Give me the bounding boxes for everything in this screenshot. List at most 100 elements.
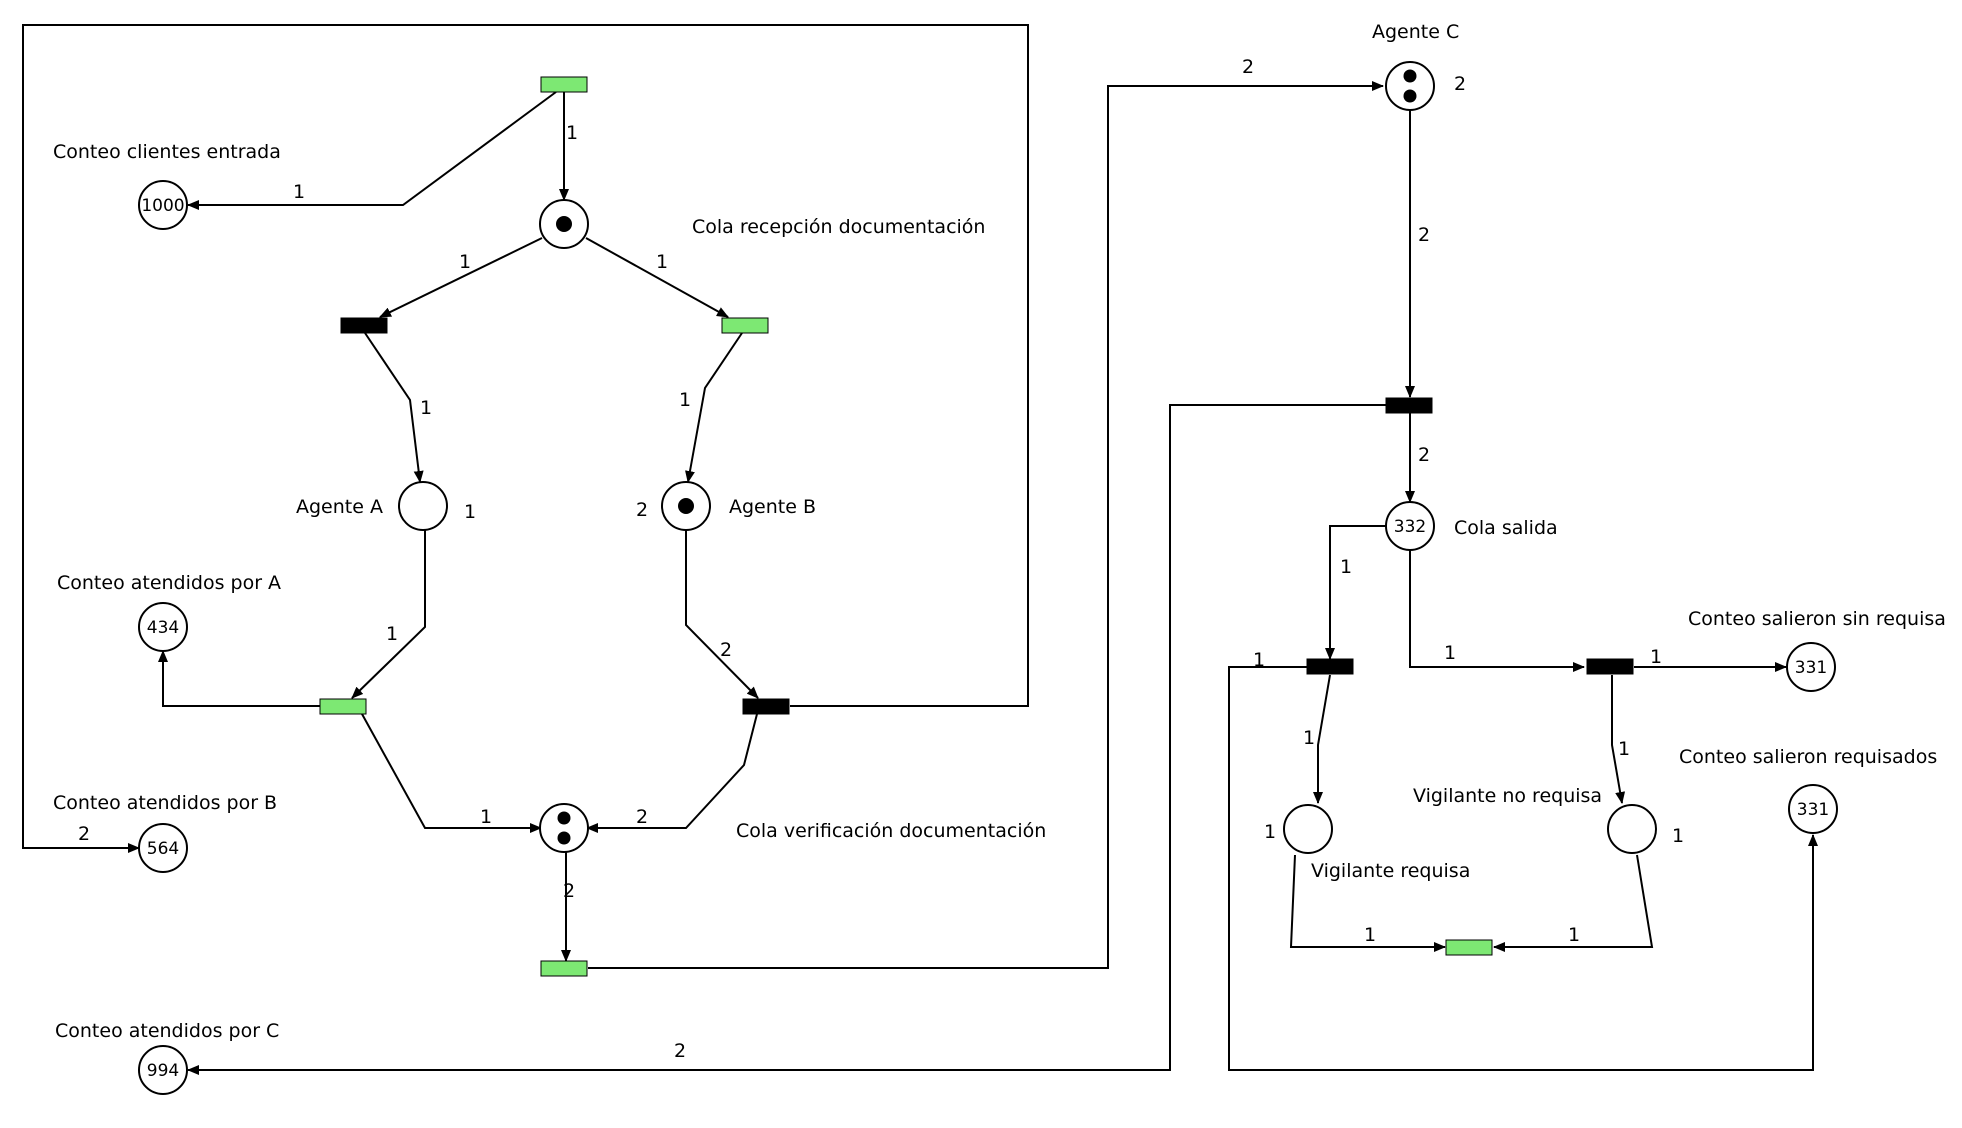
- arc-weight: 1: [420, 397, 432, 419]
- capacity-agente-b: 2: [636, 499, 648, 521]
- place-cola-recepcion[interactable]: [539, 199, 589, 249]
- place-count: 564: [147, 839, 179, 859]
- place-conteo-b[interactable]: 564: [138, 823, 188, 873]
- arc-weight: 2: [636, 806, 648, 828]
- place-vigilante-no-requisa[interactable]: [1607, 804, 1657, 854]
- arc-exit-to-agente-c: [588, 81, 1384, 969]
- place-count: 332: [1394, 517, 1426, 537]
- arc-vig-no-requisa-to-release: [1493, 854, 1654, 952]
- arc-cola-recepcion-to-ta: [379, 237, 543, 318]
- label-cola-salida: Cola salida: [1454, 517, 1558, 539]
- arc-weight: 1: [1364, 924, 1376, 946]
- arc-fb-to-conteo-b: [22, 24, 1029, 853]
- arc-weight: 1: [1444, 642, 1456, 664]
- place-conteo-entrada[interactable]: 1000: [138, 180, 188, 230]
- arc-fb-to-cola-verif: [586, 713, 758, 833]
- place-conteo-c[interactable]: 994: [138, 1045, 188, 1095]
- arc-weight: 1: [566, 122, 578, 144]
- arcs: [22, 24, 1818, 1075]
- arc-weight: 2: [1418, 444, 1430, 466]
- arc-cola-salida-to-trq: [1325, 525, 1388, 660]
- place-conteo-requisados[interactable]: 331: [1788, 784, 1838, 834]
- place-cola-verificacion[interactable]: [539, 803, 589, 853]
- place-count: 331: [1797, 800, 1829, 820]
- arc-weight: 1: [1340, 556, 1352, 578]
- transition-liberar-vigilantes[interactable]: [1445, 939, 1493, 956]
- place-count: 331: [1795, 658, 1827, 678]
- arc-cola-recepcion-to-tb: [585, 237, 729, 318]
- place-cola-salida[interactable]: 332: [1385, 501, 1435, 551]
- arc-weight: 2: [1242, 56, 1254, 78]
- transition-inicio-b[interactable]: [721, 317, 769, 334]
- transitions: [319, 76, 1634, 977]
- arc-weight: 1: [1303, 727, 1315, 749]
- arc-tc-to-conteo-c: [187, 404, 1386, 1075]
- token: [1403, 89, 1417, 103]
- label-conteo-b: Conteo atendidos por B: [53, 792, 277, 814]
- arc-agente-a-to-fa: [351, 530, 426, 699]
- transition-requisa[interactable]: [1306, 658, 1354, 675]
- place-conteo-a[interactable]: 434: [138, 602, 188, 652]
- arc-trq-to-conteo-req: [1228, 666, 1818, 1071]
- label-agente-a: Agente A: [296, 496, 383, 518]
- transition-fin-b[interactable]: [742, 698, 790, 715]
- token: [678, 498, 694, 514]
- token: [556, 216, 572, 232]
- capacity-agente-a: 1: [464, 501, 476, 523]
- arc-weight: 1: [386, 623, 398, 645]
- arc-weight: 1: [1568, 924, 1580, 946]
- capacity-vigilante-requisa: 1: [1264, 821, 1276, 843]
- arc-weight: 1: [293, 181, 305, 203]
- arc-tb-to-agente-b: [685, 332, 743, 483]
- arc-cola-salida-to-tnr: [1409, 550, 1585, 672]
- place-count: 994: [147, 1061, 179, 1081]
- place-labels: Conteo clientes entrada Cola recepción d…: [53, 21, 1946, 1042]
- place-agente-c[interactable]: [1385, 61, 1435, 111]
- capacity-vigilante-no-requisa: 1: [1672, 825, 1684, 847]
- place-count: 434: [147, 618, 179, 638]
- arc-weight: 2: [720, 639, 732, 661]
- token: [557, 831, 571, 845]
- arc-weight: 1: [1618, 738, 1630, 760]
- arc-ta-to-agente-a: [364, 332, 424, 483]
- arc-tnr-to-vig-no-requisa: [1611, 675, 1626, 804]
- arc-weight: 1: [480, 806, 492, 828]
- arc-weight: 1: [459, 251, 471, 273]
- arc-weight: 1: [679, 389, 691, 411]
- places: 1000 434 564: [138, 61, 1838, 1095]
- transition-fin-a[interactable]: [319, 698, 367, 715]
- transition-salida-verificacion[interactable]: [540, 960, 588, 977]
- label-vigilante-no-requisa: Vigilante no requisa: [1413, 785, 1602, 807]
- arc-entry-to-conteo-entrada: [187, 91, 557, 210]
- transition-agente-c[interactable]: [1385, 397, 1433, 414]
- arc-weight: 2: [78, 823, 90, 845]
- token: [557, 811, 571, 825]
- transition-no-requisa[interactable]: [1586, 658, 1634, 675]
- arc-vig-requisa-to-release: [1289, 854, 1446, 952]
- token: [1403, 69, 1417, 83]
- place-agente-a[interactable]: [398, 481, 448, 531]
- arc-weight: 2: [563, 880, 575, 902]
- transition-entrada[interactable]: [540, 76, 588, 93]
- arc-fa-to-conteo-a: [158, 650, 322, 707]
- label-conteo-c: Conteo atendidos por C: [55, 1020, 279, 1042]
- arc-weight-labels: 1 1 1 1 1 1 1 2 1 2 2 2 2 2 2 2 1 1 1 1 …: [78, 56, 1662, 1062]
- place-vigilante-requisa[interactable]: [1283, 804, 1333, 854]
- capacity-agente-c: 2: [1454, 73, 1466, 95]
- label-cola-verificacion: Cola verificación documentación: [736, 820, 1046, 842]
- arc-weight: 2: [674, 1040, 686, 1062]
- place-agente-b[interactable]: [661, 481, 711, 531]
- label-cola-recepcion: Cola recepción documentación: [692, 216, 985, 238]
- transition-inicio-a[interactable]: [340, 317, 388, 334]
- label-agente-b: Agente B: [729, 496, 816, 518]
- arc-agente-b-to-fb: [685, 530, 759, 699]
- label-conteo-a: Conteo atendidos por A: [57, 572, 281, 594]
- arc-weight: 2: [1418, 224, 1430, 246]
- place-conteo-sin-requisa[interactable]: 331: [1786, 642, 1836, 692]
- arc-fa-to-cola-verif: [361, 713, 542, 833]
- label-conteo-entrada: Conteo clientes entrada: [53, 141, 281, 163]
- label-agente-c: Agente C: [1372, 21, 1459, 43]
- arc-weight: 1: [1253, 649, 1265, 671]
- label-conteo-sin-requisa: Conteo salieron sin requisa: [1688, 608, 1946, 630]
